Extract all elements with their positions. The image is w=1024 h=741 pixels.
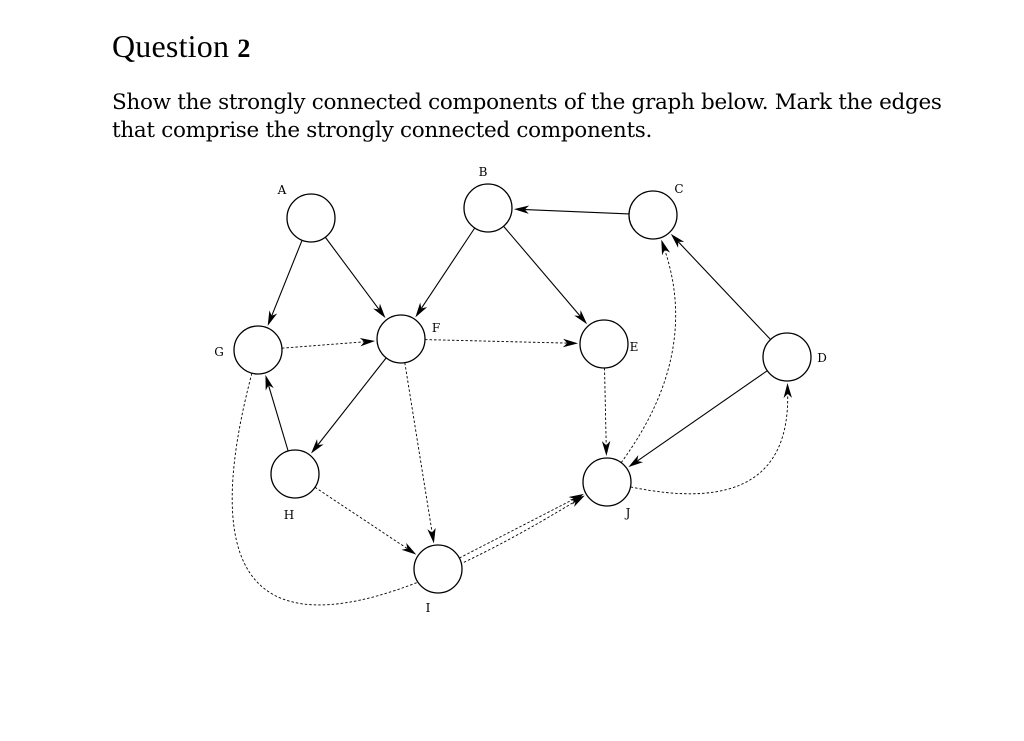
question-prompt: Show the strongly connected components o… [112, 89, 952, 145]
nodes-layer: A B C D E F G H I J [214, 165, 827, 615]
node-circle [270, 449, 320, 499]
edge-line [620, 249, 677, 463]
arrowhead-icon [601, 440, 611, 457]
node-circle [579, 319, 629, 369]
arrowhead-icon [415, 302, 428, 318]
edge-b-to-e [503, 225, 588, 325]
edge-line [604, 367, 607, 446]
arrowhead-icon [562, 338, 579, 348]
node-circle [628, 190, 678, 240]
arrowhead-icon [574, 310, 588, 325]
arrowhead-icon [513, 205, 530, 214]
arrowhead-icon [628, 455, 644, 468]
node-label: C [674, 182, 683, 196]
node-circle [463, 183, 513, 233]
node-b: B [463, 165, 513, 233]
edge-a-to-g [267, 240, 303, 326]
edge-g-to-f [281, 337, 376, 349]
edge-j-to-d [630, 382, 792, 495]
node-label: G [214, 345, 224, 359]
node-i: I [413, 544, 463, 615]
edge-line [231, 373, 576, 606]
node-c: C [628, 182, 684, 240]
edge-line [404, 362, 433, 533]
edge-line [424, 339, 568, 344]
node-circle [376, 314, 426, 364]
edge-f-to-e [424, 338, 579, 348]
node-d: D [762, 332, 827, 382]
arrowhead-icon [265, 374, 274, 391]
node-circle [582, 457, 632, 507]
edge-c-to-b [513, 205, 630, 215]
edge-line [271, 240, 303, 316]
prompt-line-1: Show the strongly connected components o… [112, 90, 942, 115]
edge-g-to-j [231, 373, 585, 606]
arrowhead-icon [311, 439, 324, 454]
edge-line [677, 241, 771, 340]
node-circle [413, 544, 463, 594]
node-label: J [624, 506, 631, 520]
node-j: J [582, 457, 632, 520]
question-title: Question 2 [112, 28, 251, 65]
edge-line [281, 341, 365, 349]
node-label: D [817, 351, 827, 365]
arrowhead-icon [427, 527, 436, 544]
prompt-line-2: that comprise the strongly connected com… [112, 118, 653, 143]
arrowhead-icon [783, 382, 792, 399]
edge-line [324, 236, 380, 310]
node-circle [762, 332, 812, 382]
edge-f-to-h [311, 357, 387, 454]
node-label: E [630, 340, 639, 354]
edge-h-to-i [314, 486, 417, 555]
node-label: A [277, 183, 287, 197]
node-circle [286, 193, 336, 243]
arrowhead-icon [373, 303, 386, 319]
edge-i-to-j [459, 493, 584, 559]
edge-line [524, 209, 630, 215]
node-label: H [284, 508, 294, 522]
node-label: F [432, 321, 440, 335]
node-e: E [579, 319, 639, 369]
edge-line [630, 393, 789, 495]
edge-e-to-j [601, 367, 611, 457]
edge-line [268, 385, 289, 452]
question-number: 2 [237, 34, 251, 63]
edge-line [421, 227, 476, 309]
node-a: A [277, 183, 336, 243]
arrowhead-icon [359, 337, 376, 347]
edge-b-to-f [415, 227, 476, 318]
edge-a-to-f [324, 236, 386, 319]
arrowhead-icon [670, 233, 685, 248]
edge-f-to-i [404, 362, 436, 544]
edge-d-to-j [628, 370, 768, 468]
edge-line [317, 357, 387, 446]
question-word: Question [112, 28, 230, 64]
edge-line [459, 498, 575, 559]
node-h: H [270, 449, 320, 522]
edge-d-to-c [670, 233, 771, 340]
arrowhead-icon [401, 542, 417, 555]
edge-line [314, 486, 408, 549]
arrowhead-icon [569, 495, 585, 507]
edge-j-to-c [620, 239, 677, 463]
node-label: I [426, 601, 431, 615]
node-circle [233, 325, 283, 375]
node-label: B [479, 165, 488, 179]
arrowhead-icon [267, 310, 278, 326]
edges-layer [231, 205, 792, 606]
node-g: G [214, 325, 283, 375]
edge-line [637, 370, 768, 462]
node-f: F [376, 314, 440, 364]
edge-h-to-g [265, 374, 289, 452]
edge-line [503, 225, 581, 317]
arrowhead-icon [661, 239, 671, 256]
